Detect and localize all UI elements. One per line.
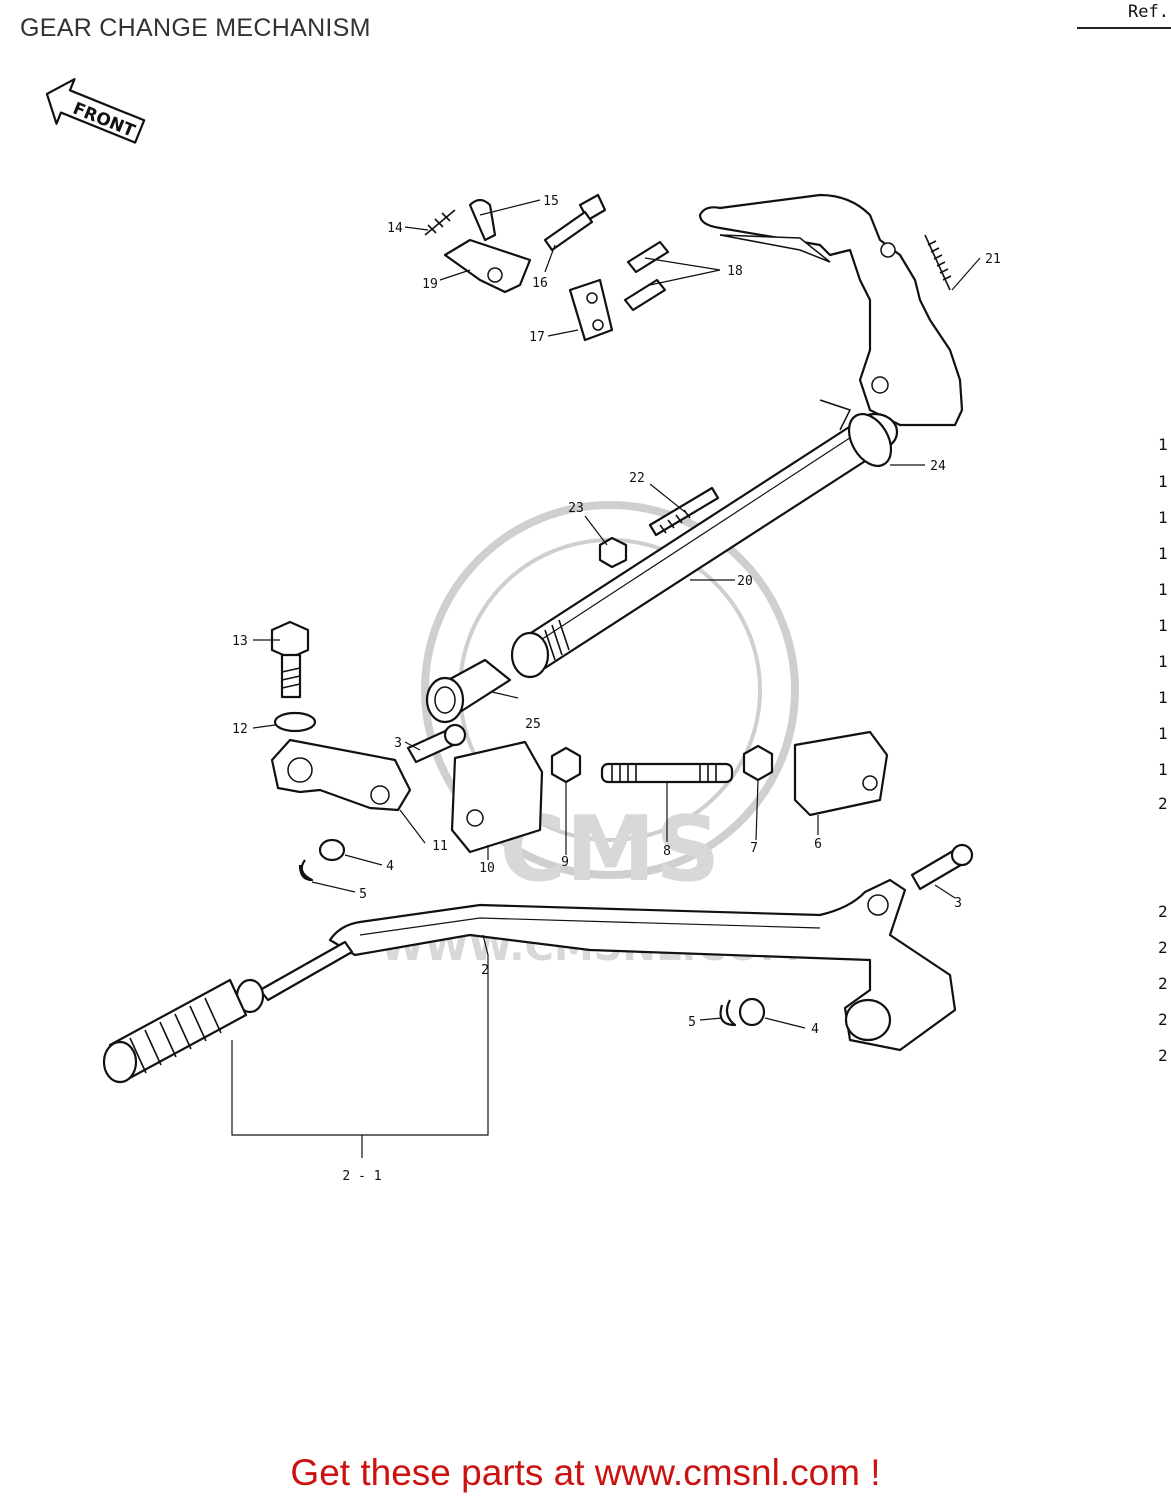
- ref-label: Ref.: [1128, 2, 1169, 22]
- ref-number: 1: [1158, 688, 1168, 707]
- ref-number: 2: [1158, 902, 1168, 921]
- part-3-pin: [406, 723, 467, 764]
- part-24-oil-seal: [847, 413, 893, 467]
- part-4-washer-right: [738, 997, 766, 1027]
- part-21-spring: [924, 234, 952, 291]
- callout-2-1: 2 - 1: [342, 1169, 381, 1184]
- callout-20: 20: [737, 574, 753, 589]
- callout-3-right: 3: [954, 896, 962, 911]
- callout-11: 11: [432, 839, 448, 854]
- ref-number: 1: [1158, 724, 1168, 743]
- callout-5: 5: [359, 887, 367, 902]
- part-24-clip: [819, 399, 852, 431]
- ref-number: 1: [1158, 652, 1168, 671]
- callout-15: 15: [543, 194, 559, 209]
- callout-8: 8: [663, 844, 671, 859]
- part-25-collar: [425, 658, 512, 724]
- front-arrow-icon: FRONT: [45, 78, 146, 144]
- ref-rule: [1077, 27, 1171, 29]
- callout-labels: 2 2 - 1 3 3 4 4 5 5 6 7 8 9 10 11 12 13 …: [232, 194, 1001, 1184]
- part-19-stopper-lever: [443, 238, 532, 294]
- watermark-ring: [421, 501, 799, 879]
- callout-19: 19: [422, 277, 438, 292]
- part-23-nut: [598, 536, 628, 569]
- part-11-shift-lever: [270, 738, 412, 812]
- part-8-rod: [600, 762, 734, 784]
- ref-number: 1: [1158, 580, 1168, 599]
- ref-number: 2: [1158, 1046, 1168, 1065]
- ref-number: 1: [1158, 435, 1168, 454]
- callout-4-right: 4: [811, 1022, 819, 1037]
- callout-9: 9: [561, 855, 569, 870]
- part-7-nut: [742, 744, 774, 782]
- promo-link[interactable]: Get these parts at www.cmsnl.com !: [290, 1452, 881, 1493]
- part-3-pin-right: [910, 843, 974, 891]
- ref-number: 1: [1158, 544, 1168, 563]
- callout-10: 10: [479, 861, 495, 876]
- callout-25: 25: [525, 717, 541, 732]
- part-15-pawl: [468, 198, 497, 242]
- part-10-joint: [450, 740, 544, 854]
- page-title: GEAR CHANGE MECHANISM: [20, 14, 371, 42]
- callout-3: 3: [394, 736, 402, 751]
- callout-16: 16: [532, 276, 548, 291]
- part-6-joint: [793, 730, 889, 817]
- part-20-shift-arm-bracket: [698, 193, 964, 427]
- callout-23: 23: [568, 501, 584, 516]
- exploded-parts-diagram: CMS WWW.CMSNL.COM FRONT: [45, 78, 1001, 1184]
- ref-number: 2: [1158, 938, 1168, 957]
- part-9-nut: [550, 746, 582, 784]
- ref-number: 1: [1158, 760, 1168, 779]
- part-2-shift-pedal: [235, 878, 957, 1052]
- part-13-bolt: [270, 620, 310, 699]
- part-5-clip-right: [719, 999, 737, 1027]
- ref-number: 1: [1158, 472, 1168, 491]
- part-5-clip: [298, 859, 314, 882]
- part-4-washer: [318, 838, 346, 862]
- part-18-screws: [623, 240, 670, 312]
- callout-18: 18: [727, 264, 743, 279]
- callout-21: 21: [985, 252, 1001, 267]
- callout-5-right: 5: [688, 1015, 696, 1030]
- part-12-washer: [273, 711, 317, 733]
- ref-number: 1: [1158, 508, 1168, 527]
- part-17-plate: [568, 278, 614, 342]
- part-1-pedal-rubber: [102, 978, 248, 1084]
- callout-12: 12: [232, 722, 248, 737]
- ref-number: 2: [1158, 1010, 1168, 1029]
- callout-22: 22: [629, 471, 645, 486]
- leader-lines: [231, 199, 981, 1158]
- part-16-bolt: [543, 193, 607, 252]
- callout-17: 17: [529, 330, 545, 345]
- callout-7: 7: [750, 841, 758, 856]
- part-14-spring: [424, 209, 456, 236]
- callout-2: 2: [481, 963, 489, 978]
- ref-number: 1: [1158, 616, 1168, 635]
- callout-13: 13: [232, 634, 248, 649]
- callout-4: 4: [386, 859, 394, 874]
- callout-24: 24: [930, 459, 946, 474]
- ref-number: 2: [1158, 794, 1168, 813]
- callout-14: 14: [387, 221, 403, 236]
- ref-number: 2: [1158, 974, 1168, 993]
- callout-6: 6: [814, 837, 822, 852]
